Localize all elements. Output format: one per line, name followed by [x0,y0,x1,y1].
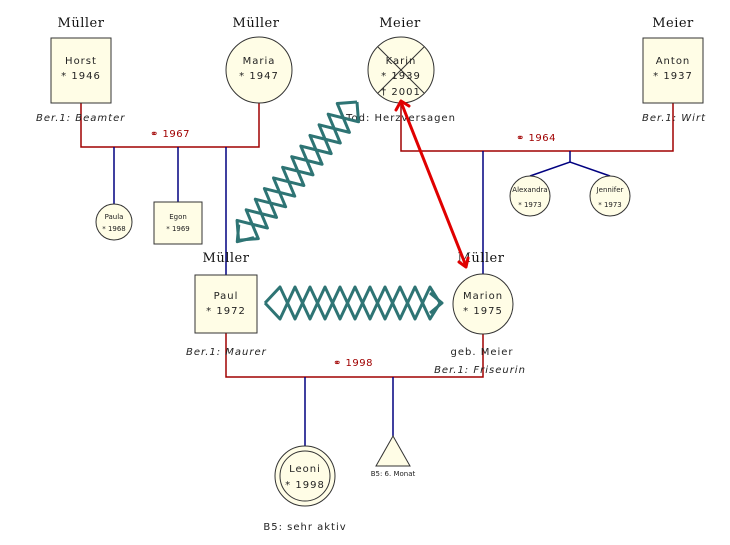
person-karin[interactable]: Karin * 1939 † 2001 [367,36,435,104]
person-maria[interactable]: Maria * 1947 [225,36,293,104]
person-egon[interactable]: Egon * 1969 [153,201,203,245]
family-name-mueller-marion: Müller [458,251,505,266]
person-birth: * 1973 [518,201,542,209]
conflict-relation-paul-marion [263,285,444,321]
person-birth: * 1972 [206,306,246,317]
person-name: Karin [386,56,417,67]
person-name: Alexandra [512,186,547,194]
note-anton-job: Ber.1: Wirt [642,113,706,124]
person-birth: * 1939 [381,71,421,82]
family-name-mueller-left: Müller [58,16,105,31]
marriage-date-paul-marion: ⚭ 1998 [333,358,373,369]
person-birth: * 1937 [653,71,693,82]
marriage-line-paul-marion [225,333,484,378]
family-name-mueller-paul: Müller [203,251,250,266]
person-birth: * 1946 [61,71,101,82]
person-birth: * 1975 [463,306,503,317]
note-leoni: B5: sehr aktiv [263,522,346,533]
miscarriage-symbol[interactable]: B5: 6. Monat [371,434,416,478]
person-alexandra[interactable]: Alexandra * 1973 [509,175,551,217]
person-name: Marion [463,291,503,302]
family-name-meier-mid: Meier [379,16,421,31]
marriage-line-karin-anton [400,103,674,152]
note-marion-job: Ber.1: Friseurin [434,365,526,376]
marriage-line-horst-maria [80,103,260,148]
family-name-mueller-mid: Müller [233,16,280,31]
child-lines [113,147,611,277]
person-anton[interactable]: Anton * 1937 [642,37,704,104]
person-name: Jennifer [596,186,624,194]
note-horst-job: Ber.1: Beamter [36,113,125,124]
marriage-date-karin-anton: ⚭ 1964 [516,133,556,144]
person-name: Paul [214,291,239,302]
marriage-date-horst-maria: ⚭ 1967 [150,129,190,140]
child-lines-leoni [304,377,394,446]
note-karin-cause: Tod: Herzversagen [345,113,456,124]
person-horst[interactable]: Horst * 1946 [50,37,112,104]
person-leoni[interactable]: Leoni * 1998 [274,445,336,507]
person-birth: * 1973 [598,201,622,209]
person-jennifer[interactable]: Jennifer * 1973 [589,175,631,217]
person-death: † 2001 [381,87,421,98]
note-paul-job: Ber.1: Maurer [186,347,267,358]
person-birth: * 1968 [102,225,126,233]
family-name-meier-right: Meier [652,16,694,31]
note-marion-maiden: geb. Meier [450,347,513,358]
person-paula[interactable]: Paula * 1968 [95,203,133,241]
miscarriage-label: B5: 6. Monat [371,470,416,478]
person-marion[interactable]: Marion * 1975 [452,273,514,335]
person-name: Egon [169,213,187,221]
conflict-relation-karin-paul [235,100,361,244]
person-name: Anton [656,56,691,67]
person-birth: * 1998 [285,480,325,491]
person-name: Maria [243,56,276,67]
person-birth: * 1947 [239,71,279,82]
person-name: Leoni [289,464,321,475]
person-paul[interactable]: Paul * 1972 [194,274,258,334]
person-name: Horst [65,56,97,67]
close-relation-karin-marion [394,99,470,269]
person-birth: * 1969 [166,225,190,233]
deceased-cross [377,46,425,94]
person-name: Paula [105,213,124,221]
